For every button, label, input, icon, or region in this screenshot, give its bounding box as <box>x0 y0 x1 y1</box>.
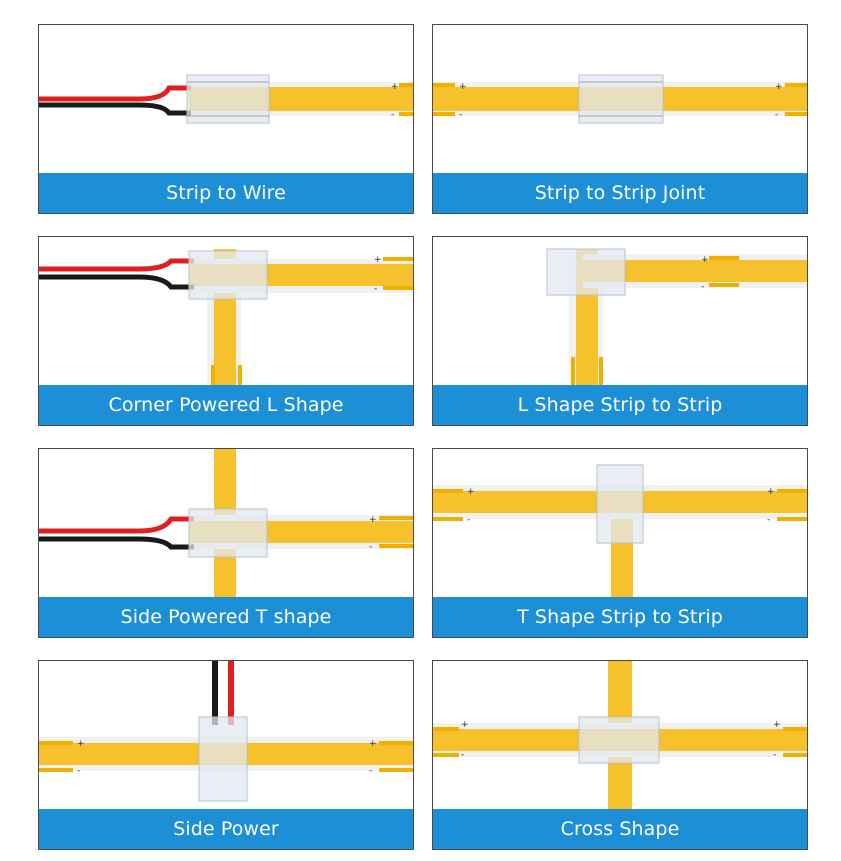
plus-label: + <box>461 720 469 730</box>
plus-label: + <box>467 487 475 497</box>
solder-pad <box>379 768 413 772</box>
panel-side-power: + - + - Side Power <box>38 660 414 850</box>
panel-t-shape-strip-to-strip: + - + - T Shape Strip to Strip <box>432 448 808 638</box>
connector-clip <box>596 464 644 544</box>
minus-label: - <box>77 766 80 776</box>
solder-pad <box>709 283 739 287</box>
solder-pad <box>433 489 463 493</box>
side-t-illustration: + - <box>39 449 413 599</box>
solder-pad <box>709 256 739 260</box>
solder-pad <box>783 753 807 757</box>
side-power-illustration: + - + - <box>39 661 413 802</box>
panel-strip-to-strip-joint: + - + - Strip to Strip Joint <box>432 24 808 214</box>
panel-cross-shape: + - + - Cross Shape <box>432 660 808 850</box>
minus-label: - <box>459 110 462 120</box>
plus-label: + <box>701 255 709 265</box>
caption: Side Power <box>39 809 413 849</box>
plus-label: + <box>767 487 775 497</box>
l-shape-illustration: + - <box>546 248 807 387</box>
solder-pad <box>39 768 73 772</box>
solder-pad <box>399 112 413 116</box>
red-wire <box>39 258 194 272</box>
caption: Strip to Wire <box>39 173 413 213</box>
black-wire <box>39 274 194 290</box>
plus-label: + <box>775 82 783 92</box>
red-wire <box>39 85 191 102</box>
solder-pad <box>433 753 459 757</box>
solder-pad <box>211 365 215 387</box>
connector-clip <box>188 508 268 558</box>
plus-label: + <box>391 82 399 92</box>
connector-clip <box>198 716 248 802</box>
minus-label: - <box>467 515 470 525</box>
t-shape-illustration: + - + - <box>433 464 807 599</box>
solder-pad <box>379 544 413 548</box>
connector-clip <box>546 248 626 296</box>
solder-pad <box>383 286 413 290</box>
plus-label: + <box>773 720 781 730</box>
solder-pad <box>383 257 413 261</box>
minus-label: - <box>773 750 776 760</box>
solder-pad <box>777 489 807 493</box>
solder-pad <box>433 517 463 521</box>
connector-clip <box>186 74 270 124</box>
solder-pad <box>599 357 603 387</box>
strip-joint-illustration: + - + - <box>433 74 807 124</box>
solder-pad <box>433 83 455 87</box>
solder-pad <box>433 112 455 116</box>
caption: Corner Powered L Shape <box>39 385 413 425</box>
connector-clip <box>578 716 660 764</box>
caption: Cross Shape <box>433 809 807 849</box>
plus-label: + <box>374 255 382 265</box>
panel-l-shape-strip-to-strip: + - L Shape Strip to Strip <box>432 236 808 426</box>
solder-pad <box>39 741 73 745</box>
solder-pad <box>785 112 807 116</box>
minus-label: - <box>369 766 372 776</box>
plus-label: + <box>369 739 377 749</box>
minus-label: - <box>701 282 704 292</box>
caption: T Shape Strip to Strip <box>433 597 807 637</box>
caption: Strip to Strip Joint <box>433 173 807 213</box>
plus-label: + <box>77 739 85 749</box>
solder-pad <box>433 727 459 731</box>
solder-pad <box>777 517 807 521</box>
strip-to-wire-illustration: + - <box>39 74 413 124</box>
connector-clip <box>188 250 268 300</box>
red-wire <box>39 516 194 534</box>
minus-label: - <box>775 110 778 120</box>
solder-pad <box>379 741 413 745</box>
solder-pad <box>379 516 413 520</box>
led-strip <box>583 260 807 282</box>
solder-pad <box>785 83 807 87</box>
plus-label: + <box>369 515 377 525</box>
plus-label: + <box>459 82 467 92</box>
black-wire <box>39 102 191 116</box>
minus-label: - <box>374 284 377 294</box>
minus-label: - <box>369 542 372 552</box>
connector-clip <box>578 74 664 124</box>
panel-strip-to-wire: + - Strip to Wire <box>38 24 414 214</box>
black-wire <box>39 536 194 550</box>
solder-pad <box>783 727 807 731</box>
corner-l-illustration: + - <box>39 249 413 387</box>
minus-label: - <box>767 515 770 525</box>
solder-pad <box>399 83 413 87</box>
caption: Side Powered T shape <box>39 597 413 637</box>
panel-side-powered-t-shape: + - Side Powered T shape <box>38 448 414 638</box>
solder-pad <box>571 357 575 387</box>
minus-label: - <box>461 750 464 760</box>
panel-corner-powered-l-shape: + - Corner Powered L Shape <box>38 236 414 426</box>
minus-label: - <box>391 110 394 120</box>
cross-shape-illustration: + - + - <box>433 661 807 811</box>
caption: L Shape Strip to Strip <box>433 385 807 425</box>
solder-pad <box>238 365 242 387</box>
